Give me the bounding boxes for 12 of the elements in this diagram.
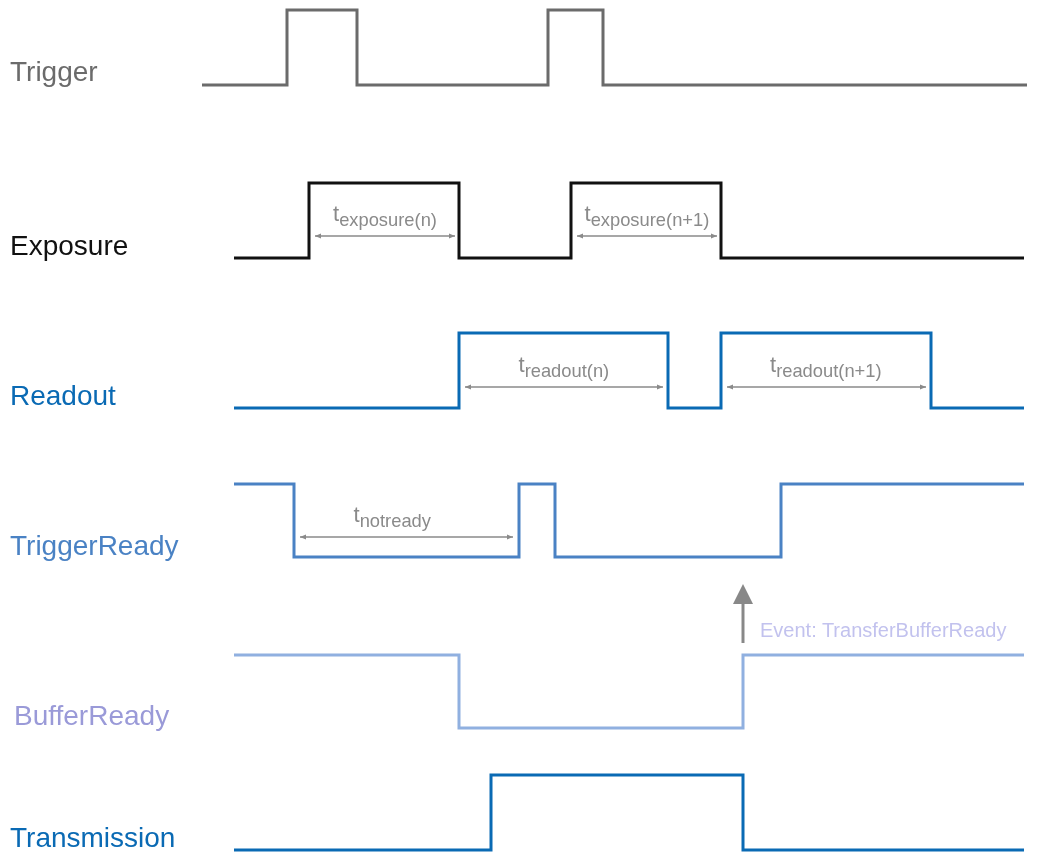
signal-name: TriggerReady: [10, 532, 179, 560]
duration-label: t$_{notready}$: [353, 504, 431, 531]
duration-label: t$_{exposure(n)}$: [333, 203, 437, 230]
signal-name: Transmission: [10, 824, 176, 852]
signal-name: Trigger: [10, 58, 98, 86]
signal-name: BufferReady: [14, 702, 170, 730]
signal-name: Readout: [10, 382, 116, 410]
duration-label: t$_{exposure(n+1)}$: [584, 203, 710, 230]
event-label: Event: TransferBufferReady: [760, 620, 1007, 640]
duration-label: t$_{readout(n)}$: [518, 354, 610, 381]
signal-name: Exposure: [10, 232, 129, 260]
duration-label: t$_{readout(n+1)}$: [770, 354, 882, 381]
